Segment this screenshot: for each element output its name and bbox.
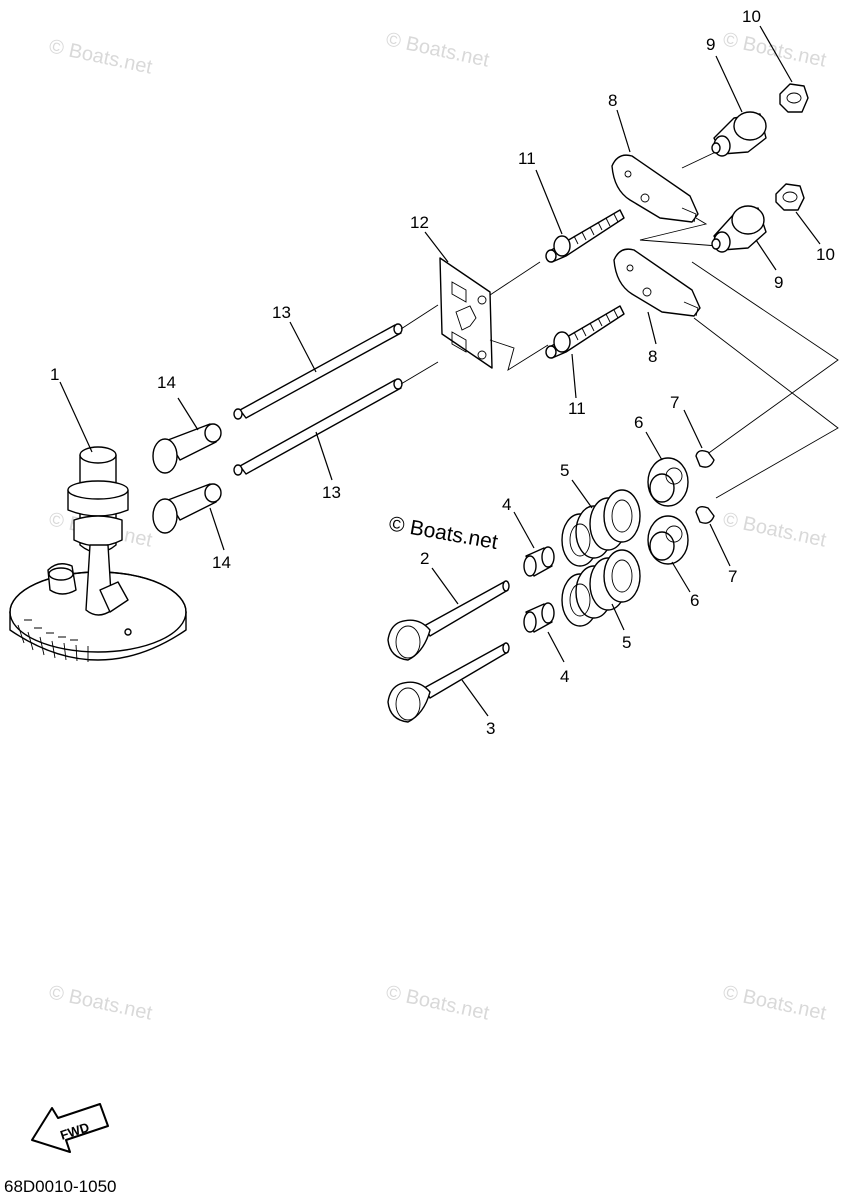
valve-part [387,567,510,723]
watermark: © Boats.net [721,28,829,71]
leader-line [461,679,489,717]
leader-line [755,239,777,271]
pivot-part [711,55,777,271]
forward-arrow-icon: FWD [31,1103,109,1153]
guide-line [400,361,439,385]
callout-1: 1 [50,365,59,384]
callout-7a: 7 [670,393,679,412]
callout-13b: 13 [322,483,341,502]
valve-lifter-part [152,397,225,551]
leader-line [289,321,317,373]
watermark-main: © Boats.net [387,512,500,554]
callout-9b: 9 [774,273,783,292]
leader-line [209,507,225,551]
leader-line [759,25,793,83]
callout-9a: 9 [706,35,715,54]
leader-line [547,631,565,663]
callout-8a: 8 [608,91,617,110]
watermark: © Boats.net [47,981,155,1024]
callout-14a: 14 [157,373,176,392]
leader-line [535,169,563,235]
push-rod-part [233,304,439,481]
callout-11a: 11 [518,149,536,168]
leader-line [571,479,593,509]
watermark: © Boats.net [47,35,155,78]
callout-2: 2 [420,549,429,568]
guide-line [400,304,439,330]
cotter-part [683,409,731,567]
spring-retainer-part [645,431,691,593]
guide-plate-part [424,231,549,371]
guide-line [639,217,719,247]
leader-line [424,231,449,263]
watermark: © Boats.net [384,981,492,1024]
leader-line [571,353,577,399]
callout-11b: 11 [568,399,586,418]
callout-4a: 4 [502,495,511,514]
callout-14b: 14 [212,553,231,572]
callout-6a: 6 [634,413,643,432]
leader-line [715,55,743,113]
guide-line [489,339,549,371]
valve-spring-part [561,479,641,631]
callout-10b: 10 [816,245,835,264]
callout-13a: 13 [272,303,291,322]
diagram-code: 68D0010-1050 [4,1177,116,1196]
callout-5b: 5 [622,633,631,652]
leader-line [431,567,459,605]
watermark: © Boats.net [721,981,829,1024]
rocker-stud-part [535,169,625,399]
guide-line [691,261,839,456]
guide-line [681,149,721,169]
callout-4b: 4 [560,667,569,686]
guide-line [693,317,839,499]
rocker-arm-part [611,109,839,499]
callout-6b: 6 [690,591,699,610]
camshaft-part [9,381,187,662]
leader-line [616,109,631,153]
watermark: © Boats.net [721,508,829,551]
leader-line [513,511,535,549]
leader-line [611,603,625,631]
callout-10a: 10 [742,7,761,26]
callout-7b: 7 [728,567,737,586]
leader-line [177,397,199,431]
valve-stem-seal-part [513,511,565,663]
leader-line [645,431,663,461]
guide-line [489,261,541,296]
leader-line [683,409,703,449]
nut-part [759,25,821,245]
leader-line [709,523,731,567]
watermark: © Boats.net [384,28,492,71]
callout-3: 3 [486,719,495,738]
callout-12: 12 [410,213,429,232]
leader-line [59,381,93,453]
leader-line [671,561,691,593]
leader-line [647,311,657,345]
callout-8b: 8 [648,347,657,366]
leader-line [795,211,821,245]
leader-line [315,431,333,481]
callout-5a: 5 [560,461,569,480]
